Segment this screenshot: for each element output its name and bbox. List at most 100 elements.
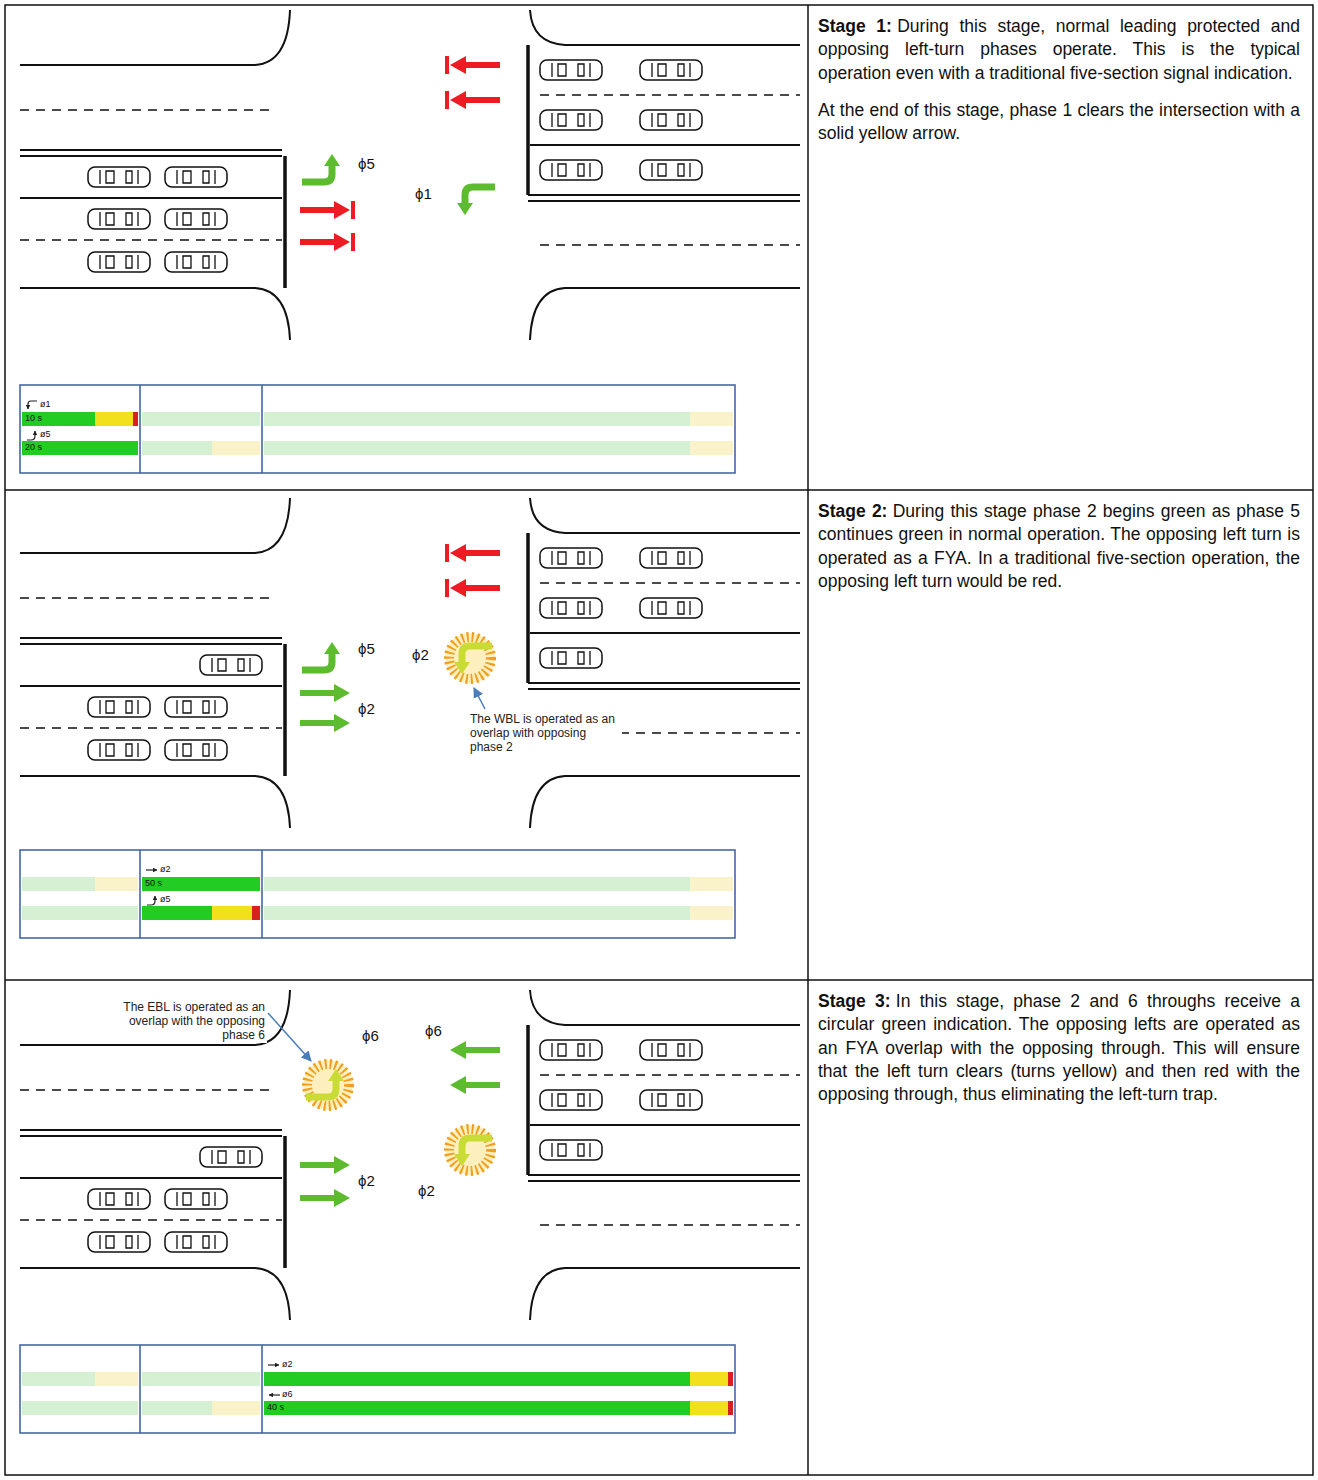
queued-cars — [165, 740, 227, 760]
signal-indications — [268, 1013, 500, 1207]
queued-cars — [540, 598, 602, 618]
road — [20, 10, 800, 340]
stage-heading: Stage 3: — [818, 991, 891, 1011]
ring-barrier-timing — [22, 877, 95, 891]
queued-cars — [165, 209, 227, 229]
queued-cars — [88, 1189, 150, 1209]
ring-barrier-timing — [20, 385, 735, 473]
ring-barrier-timing — [728, 1372, 733, 1386]
ring-barrier-timing — [264, 906, 690, 920]
ring-barrier-timing — [140, 385, 262, 473]
ring-barrier-timing — [142, 877, 260, 891]
ring-barrier-timing — [22, 1401, 138, 1415]
queued-cars — [88, 60, 702, 272]
signal-indications — [445, 56, 449, 74]
ring-barrier-timing — [268, 1364, 279, 1365]
queued-cars — [88, 697, 150, 717]
ring-barrier-timing — [142, 1401, 212, 1415]
timing-label: 10 s — [25, 413, 42, 423]
queued-cars — [640, 110, 702, 130]
ring-barrier-timing — [690, 441, 733, 455]
signal-indications — [300, 1156, 350, 1174]
queued-cars — [88, 1040, 702, 1252]
signal-indications — [300, 56, 500, 251]
signal-indications — [454, 1138, 492, 1166]
queued-cars — [540, 1040, 602, 1060]
signal-indications — [445, 1125, 495, 1175]
queued-cars — [640, 548, 702, 568]
ring-barrier-timing — [28, 401, 37, 409]
ring-barrier-timing — [212, 441, 260, 455]
queued-cars — [200, 1147, 262, 1167]
ring-barrier-timing — [95, 412, 133, 426]
signal-indications — [454, 646, 492, 674]
queued-cars — [540, 1090, 602, 1110]
ring-barrier-timing — [147, 896, 155, 905]
signal-indications — [300, 544, 500, 732]
signal-indications — [300, 714, 350, 732]
road — [20, 498, 800, 828]
table-grid — [5, 5, 1313, 1475]
queued-cars — [640, 160, 702, 180]
ring-barrier-timing — [142, 441, 212, 455]
queued-cars — [165, 1189, 227, 1209]
timing-label: 40 s — [267, 1402, 284, 1412]
phase-label: ϕ6 — [362, 1027, 379, 1044]
signal-indications — [300, 684, 350, 702]
signal-indications — [351, 233, 355, 251]
stage-description: Stage 1:During this stage, normal leadin… — [818, 15, 1300, 159]
ring-barrier-timing — [20, 850, 735, 938]
ring-barrier-timing — [264, 441, 690, 455]
signal-indications — [445, 91, 449, 109]
signal-indications — [450, 91, 500, 109]
signal-indications — [351, 201, 355, 219]
stage-description: Stage 3:In this stage, phase 2 and 6 thr… — [818, 990, 1300, 1120]
ring-barrier-timing — [140, 850, 262, 938]
paragraph: Stage 3:In this stage, phase 2 and 6 thr… — [818, 990, 1300, 1106]
queued-cars — [640, 60, 702, 80]
ring-barrier-timing — [142, 906, 212, 920]
phase-label: ϕ2 — [358, 1172, 375, 1189]
ring-barrier-timing — [212, 1401, 260, 1415]
queued-cars — [640, 598, 702, 618]
ring-barrier-timing — [22, 441, 138, 455]
ring-barrier-timing — [690, 412, 733, 426]
signal-indications — [450, 579, 500, 597]
signal-indications — [445, 633, 495, 683]
road — [20, 990, 800, 1320]
ring-barrier-timing — [142, 412, 260, 426]
ring-barrier-timing — [20, 850, 735, 938]
signal-indications — [303, 1060, 353, 1110]
phase-label: ϕ2 — [358, 700, 375, 717]
signal-indications — [457, 187, 495, 215]
queued-cars — [200, 655, 262, 675]
ring-barrier-timing — [133, 412, 138, 426]
ring-barrier-timing — [22, 1372, 95, 1386]
ring-barrier-timing — [20, 1345, 735, 1433]
timing-label: ø5 — [160, 894, 171, 904]
timing-label: ø2 — [160, 864, 171, 874]
queued-cars — [540, 160, 602, 180]
queued-cars — [540, 110, 602, 130]
paragraph: Stage 2:During this stage phase 2 begins… — [818, 500, 1300, 593]
ring-barrier-timing — [690, 906, 733, 920]
phase-label: ϕ2 — [412, 646, 429, 663]
queued-cars — [88, 252, 150, 272]
timing-label: ø6 — [282, 1389, 293, 1399]
phase-label: ϕ5 — [358, 640, 375, 657]
ring-barrier-timing — [146, 869, 157, 870]
ring-barrier-timing — [212, 906, 252, 920]
stage-heading: Stage 1: — [818, 16, 892, 36]
ring-barrier-timing — [140, 1345, 262, 1433]
stage-text: During this stage phase 2 begins green a… — [818, 501, 1300, 591]
signal-indications — [300, 233, 350, 251]
queued-cars — [540, 648, 602, 668]
timing-label: 50 s — [145, 878, 162, 888]
phase-label: ϕ5 — [358, 155, 375, 172]
queued-cars — [540, 60, 602, 80]
queued-cars — [88, 1232, 150, 1252]
ring-barrier-timing — [95, 1372, 138, 1386]
stage-description: Stage 2:During this stage phase 2 begins… — [818, 500, 1300, 607]
table-grid — [5, 5, 1313, 1475]
ring-barrier-timing — [20, 385, 735, 473]
